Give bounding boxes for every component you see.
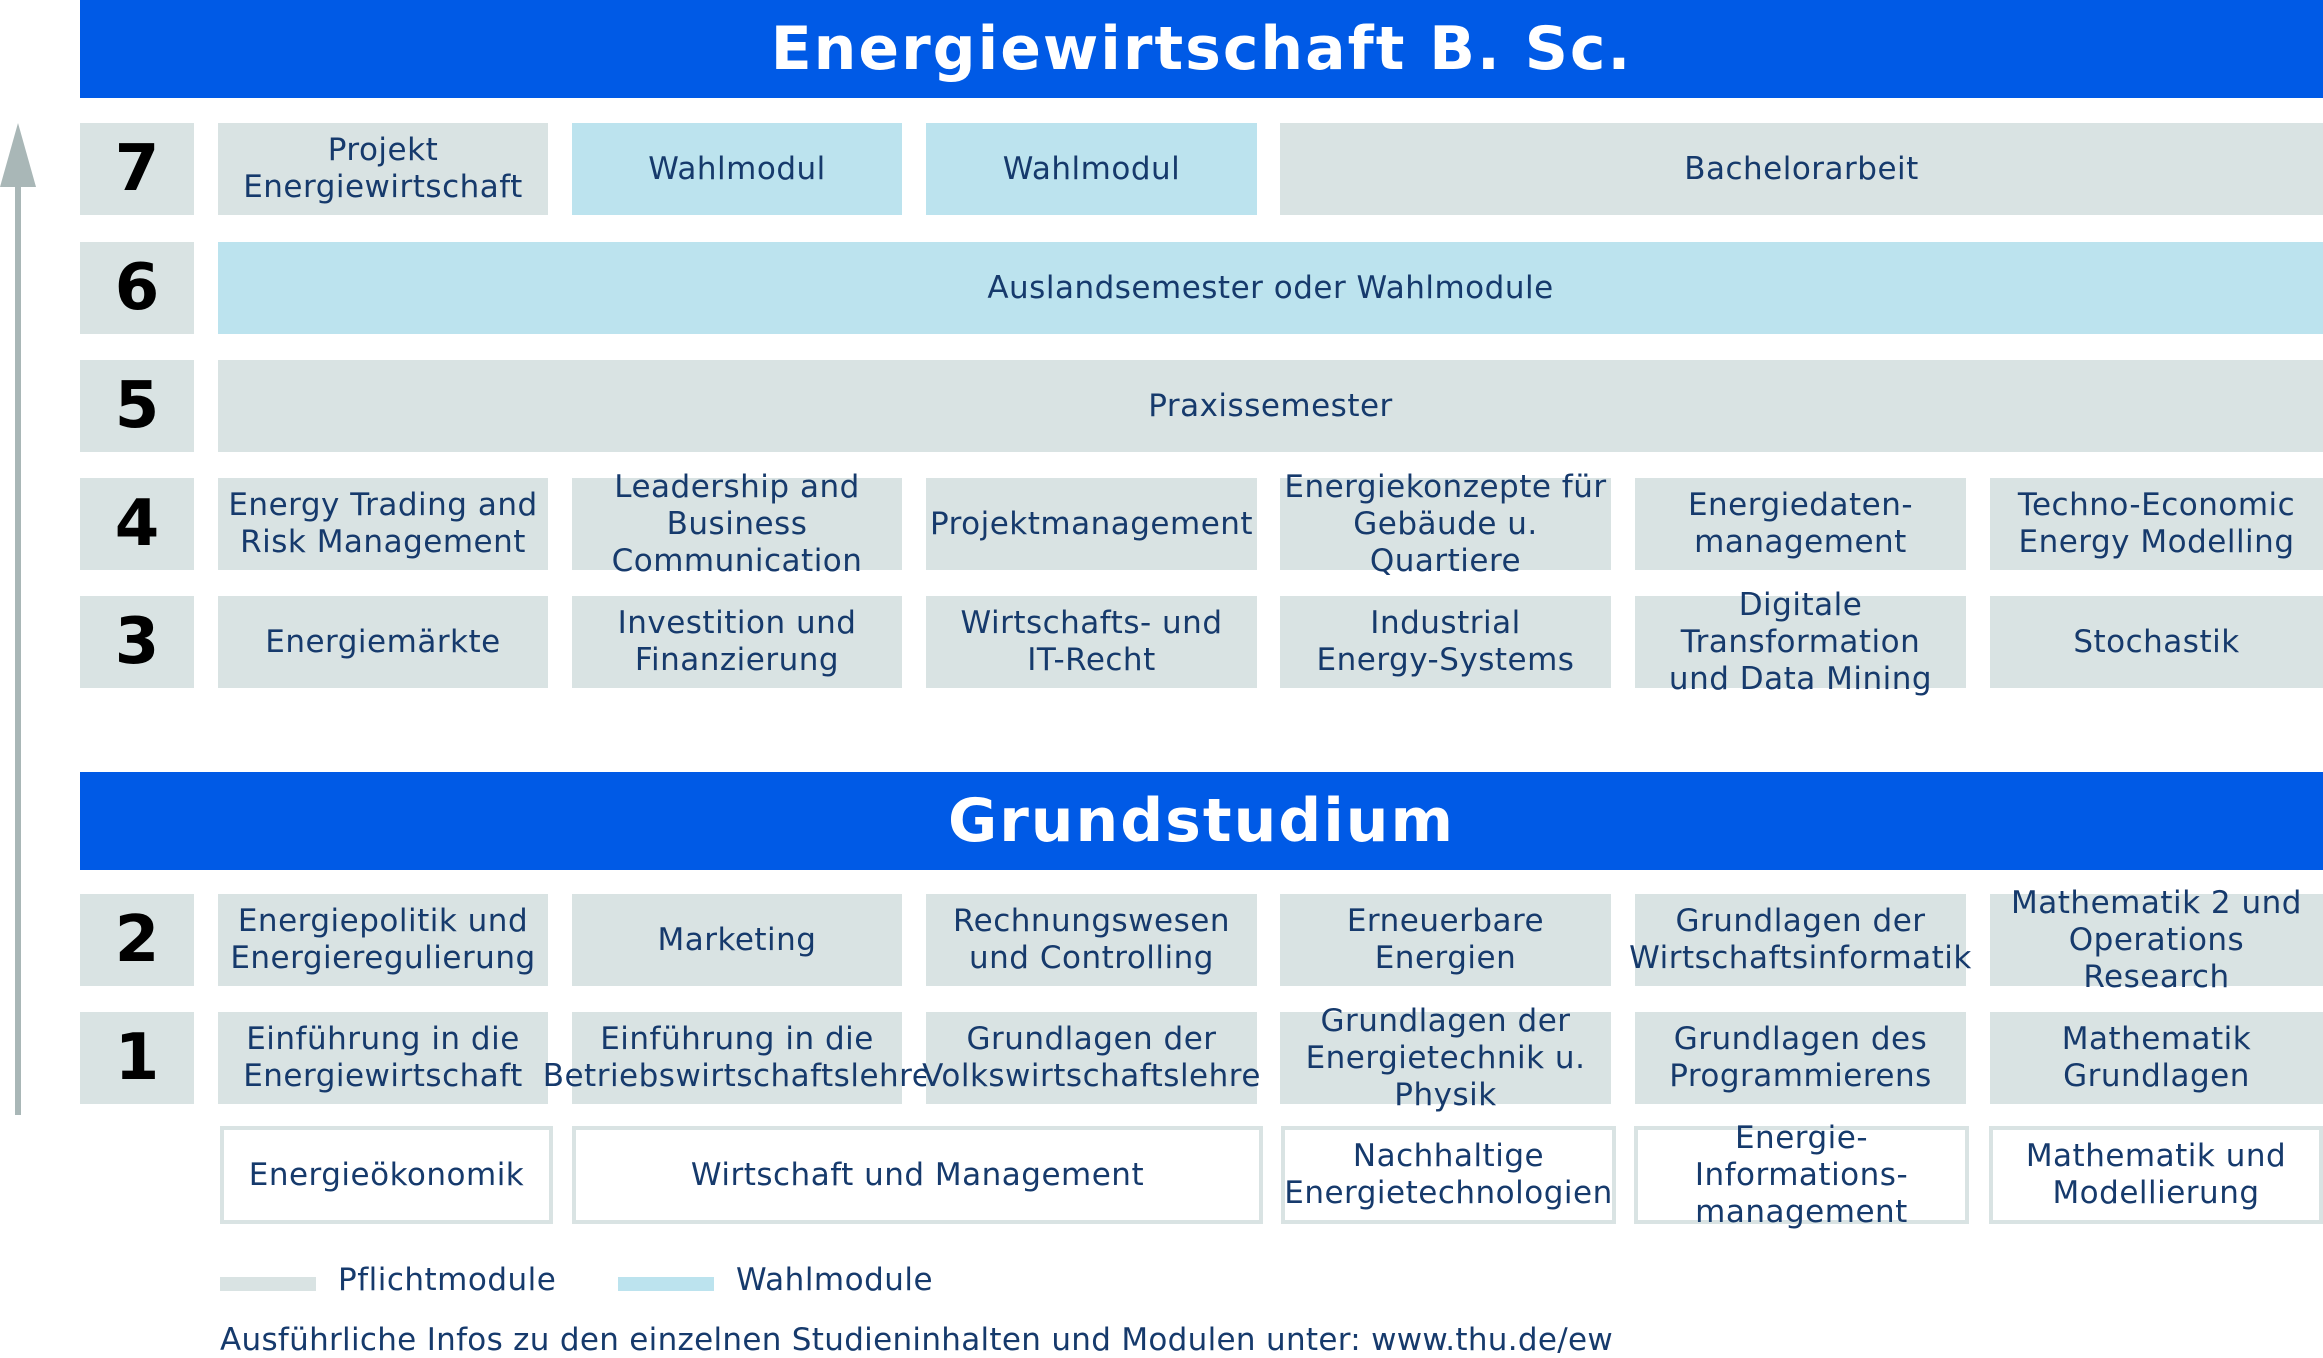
module-erneuerbare-energien: Erneuerbare Energien xyxy=(1280,894,1611,986)
module-investition-finanzierung: Investition und Finanzierung xyxy=(572,596,902,688)
module-grundlagen-energietechnik: Grundlagen der Energietechnik u. Physik xyxy=(1280,1003,1611,1113)
semester-number-6: 6 xyxy=(80,242,194,334)
semester-number-3: 3 xyxy=(80,596,194,688)
module-projektmanagement: Projektmanagement xyxy=(926,478,1257,570)
module-industrial-energy-systems: Industrial Energy-Systems xyxy=(1280,596,1611,688)
footer-info: Ausführliche Infos zu den einzelnen Stud… xyxy=(220,1322,1614,1358)
module-mathematik-2: Mathematik 2 und Operations Research xyxy=(1990,885,2323,995)
module-bachelorarbeit: Bachelorarbeit xyxy=(1280,123,2323,215)
module-einfuehrung-energiewirtschaft: Einführung in die Energiewirtschaft xyxy=(218,1012,548,1104)
module-mathematik-grundlagen: Mathematik Grundlagen xyxy=(1990,1012,2323,1104)
module-grundlagen-vwl: Grundlagen der Volkswirtschaftslehre xyxy=(922,1012,1260,1104)
module-digitale-transformation: Digitale Transformation und Data Mining xyxy=(1635,587,1966,697)
legend-wahl-swatch xyxy=(618,1277,714,1291)
legend-wahl-label: Wahlmodule xyxy=(736,1262,934,1298)
module-projekt-energiewirtschaft: Projekt Energiewirtschaft xyxy=(218,123,548,215)
module-stochastik: Stochastik xyxy=(1990,596,2323,688)
module-marketing: Marketing xyxy=(572,894,902,986)
legend-pflicht-label: Pflichtmodule xyxy=(338,1262,557,1298)
legend-pflicht-swatch xyxy=(220,1277,316,1291)
semester-number-7: 7 xyxy=(80,123,194,215)
module-rechnungswesen: Rechnungswesen und Controlling xyxy=(926,894,1257,986)
module-energiemaerkte: Energiemärkte xyxy=(218,596,548,688)
module-wirtschaftsinformatik: Grundlagen der Wirtschaftsinformatik xyxy=(1629,894,1971,986)
module-leadership-communication: Leadership and Business Communication xyxy=(572,469,902,579)
semester-number-2: 2 xyxy=(80,894,194,986)
module-wahlmodul-1: Wahlmodul xyxy=(572,123,902,215)
module-energiedatenmanagement: Energiedaten- management xyxy=(1635,478,1966,570)
grundstudium-title: Grundstudium xyxy=(80,772,2323,870)
progression-arrow-icon xyxy=(0,123,36,1115)
semester-number-5: 5 xyxy=(80,360,194,452)
module-wirtschafts-it-recht: Wirtschafts- und IT-Recht xyxy=(926,596,1257,688)
semester-number-1: 1 xyxy=(80,1012,194,1104)
module-wahlmodul-2: Wahlmodul xyxy=(926,123,1257,215)
module-techno-economic-modelling: Techno-Economic Energy Modelling xyxy=(1990,478,2323,570)
area-mathematik-modellierung: Mathematik und Modellierung xyxy=(1989,1126,2323,1224)
semester-number-4: 4 xyxy=(80,478,194,570)
module-energiepolitik: Energiepolitik und Energieregulierung xyxy=(218,894,548,986)
area-energie-informationsmanagement: Energie-Informations- management xyxy=(1634,1120,1969,1230)
module-energy-trading: Energy Trading and Risk Management xyxy=(218,478,548,570)
area-wirtschaft-management: Wirtschaft und Management xyxy=(572,1126,1263,1224)
module-einfuehrung-bwl: Einführung in die Betriebswirtschaftsleh… xyxy=(543,1012,931,1104)
page-title: Energiewirtschaft B. Sc. xyxy=(80,0,2323,98)
module-praxissemester: Praxissemester xyxy=(218,360,2323,452)
area-energieoekonomik: Energieökonomik xyxy=(220,1126,553,1224)
module-grundlagen-programmieren: Grundlagen des Programmierens xyxy=(1635,1012,1966,1104)
area-nachhaltige-energietechnologien: Nachhaltige Energietechnologien xyxy=(1281,1126,1616,1224)
module-auslandsemester: Auslandsemester oder Wahlmodule xyxy=(218,242,2323,334)
module-energiekonzepte: Energiekonzepte für Gebäude u. Quartiere xyxy=(1280,469,1611,579)
